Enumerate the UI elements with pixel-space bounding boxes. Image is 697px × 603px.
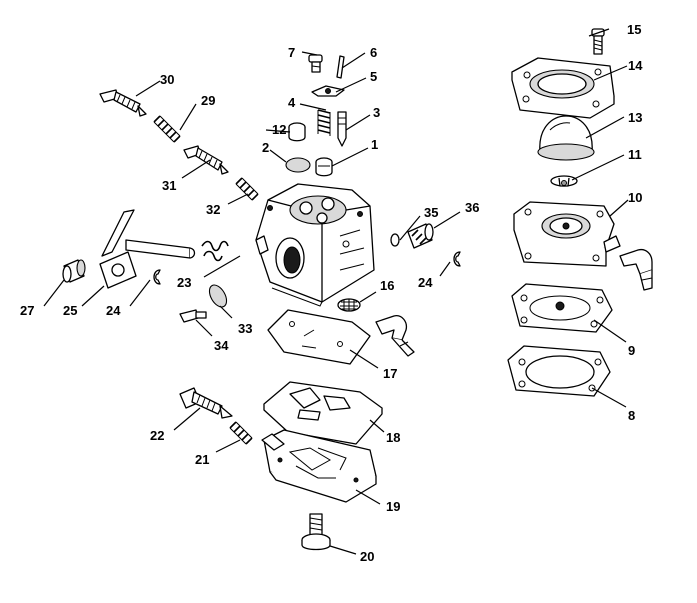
callout-6: 6 xyxy=(370,45,377,60)
part-primer-bulb-13 xyxy=(537,115,595,161)
part-valve-11 xyxy=(550,175,578,187)
callout-16: 16 xyxy=(380,278,394,293)
part-throttle-plate-33 xyxy=(208,284,228,308)
part-pump-housing-10 xyxy=(513,201,653,291)
callout-17: 17 xyxy=(383,366,397,381)
part-spring-4 xyxy=(317,109,331,136)
part-adjusting-screw-30 xyxy=(99,89,147,117)
callout-24a: 24 xyxy=(106,303,121,318)
callout-24b: 24 xyxy=(418,275,433,290)
part-spring-32 xyxy=(235,177,259,201)
leader-lines xyxy=(43,28,629,555)
part-lever-5 xyxy=(311,85,345,97)
callout-27: 27 xyxy=(20,303,34,318)
callout-36: 36 xyxy=(465,200,479,215)
part-carburetor-body xyxy=(255,183,375,307)
part-spring-29 xyxy=(153,115,181,143)
callout-labels: 15 14 13 11 10 9 8 7 6 5 4 3 12 2 1 30 2… xyxy=(20,22,643,564)
callout-20: 20 xyxy=(360,549,374,564)
callout-2: 2 xyxy=(262,140,269,155)
part-35 xyxy=(390,233,400,247)
callout-15: 15 xyxy=(627,22,641,37)
part-screw-34 xyxy=(179,309,207,323)
part-plate-18 xyxy=(263,381,383,445)
callout-10: 10 xyxy=(628,190,642,205)
part-spring-23 xyxy=(201,240,229,262)
part-screen-16 xyxy=(337,298,361,312)
part-screw-20 xyxy=(301,513,331,551)
part-plug-12 xyxy=(288,122,306,142)
callout-22: 22 xyxy=(150,428,164,443)
part-screw-7 xyxy=(308,54,323,73)
part-adjusting-screw-31 xyxy=(183,145,229,175)
callout-31: 31 xyxy=(162,178,176,193)
part-sleeve-27 xyxy=(62,259,86,283)
callout-23: 23 xyxy=(177,275,191,290)
callout-7: 7 xyxy=(288,45,295,60)
part-needle-3 xyxy=(337,111,347,147)
callout-21: 21 xyxy=(195,452,209,467)
callout-32: 32 xyxy=(206,202,220,217)
part-inlet-fitting xyxy=(375,315,415,357)
callout-1: 1 xyxy=(371,137,378,152)
callout-19: 19 xyxy=(386,499,400,514)
part-metering-cover-19 xyxy=(261,429,377,503)
callout-18: 18 xyxy=(386,430,400,445)
callout-29: 29 xyxy=(201,93,215,108)
callout-13: 13 xyxy=(628,110,642,125)
part-diaphragm-9 xyxy=(511,283,613,333)
part-screw-22 xyxy=(179,387,233,419)
part-disc-2 xyxy=(285,157,311,173)
part-fitting-36 xyxy=(407,223,434,249)
part-clip-24a xyxy=(153,269,161,285)
callout-34: 34 xyxy=(214,338,229,353)
callout-12: 12 xyxy=(272,122,286,137)
callout-9: 9 xyxy=(628,343,635,358)
callout-25: 25 xyxy=(63,303,77,318)
part-throttle-lever-25 xyxy=(99,209,196,289)
callout-3: 3 xyxy=(373,105,380,120)
part-gasket-8 xyxy=(507,345,611,397)
callout-5: 5 xyxy=(370,69,377,84)
callout-33: 33 xyxy=(238,321,252,336)
part-plug-1 xyxy=(315,157,333,177)
callout-14: 14 xyxy=(628,58,643,73)
part-spring-21 xyxy=(229,421,253,445)
part-pin-6 xyxy=(336,55,345,79)
part-gasket-17 xyxy=(267,309,371,365)
part-pump-cover-14 xyxy=(511,57,615,119)
callout-35: 35 xyxy=(424,205,438,220)
part-clip-24b xyxy=(453,251,461,267)
callout-11: 11 xyxy=(628,147,642,162)
callout-30: 30 xyxy=(160,72,174,87)
callout-4: 4 xyxy=(288,95,296,110)
callout-8: 8 xyxy=(628,408,635,423)
